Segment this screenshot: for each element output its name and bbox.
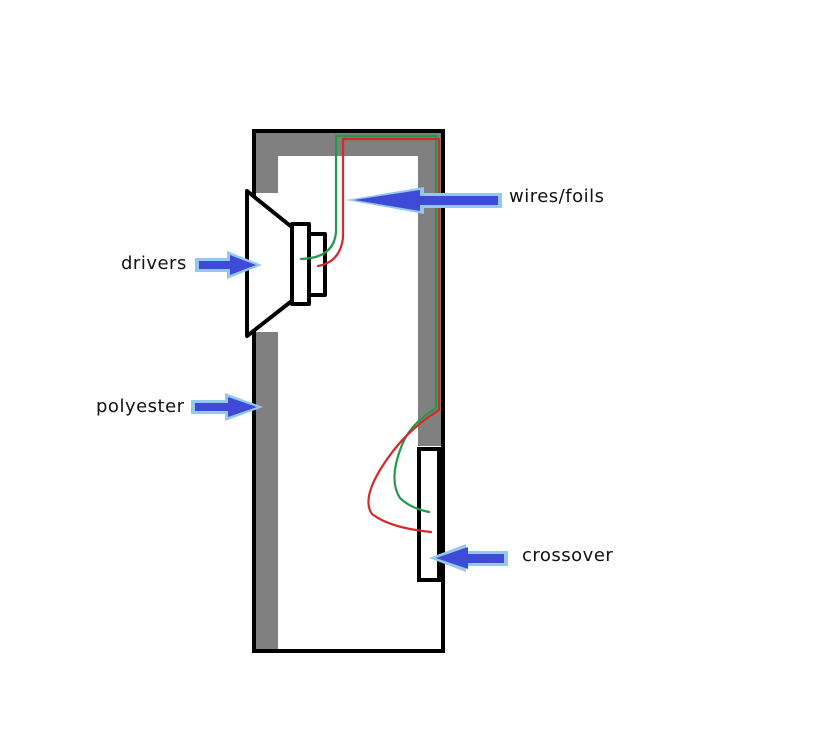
polyester-left-lower-strip [256,332,278,649]
label-drivers: drivers [121,253,187,274]
arrow-crossover [429,544,508,572]
label-polyester: polyester [96,396,185,417]
wire-positive [316,137,441,534]
polyester-left-upper-strip [256,133,278,193]
arrow-polyester-body [195,397,257,417]
arrow-wires-body [354,190,498,211]
arrow-drivers [195,251,262,279]
wire-negative [299,134,438,514]
cabinet-outline [252,129,445,653]
arrow-wires [346,187,502,214]
arrow-drivers-body [199,255,256,275]
label-crossover: crossover [522,545,614,566]
wires [299,134,441,534]
driver-magnet [290,222,311,306]
label-wires-foils: wires/foils [509,186,605,207]
arrow-crossover-body [436,547,504,569]
polyester-right-strip [418,133,441,446]
arrow-polyester [191,393,263,421]
crossover-board [417,447,441,582]
